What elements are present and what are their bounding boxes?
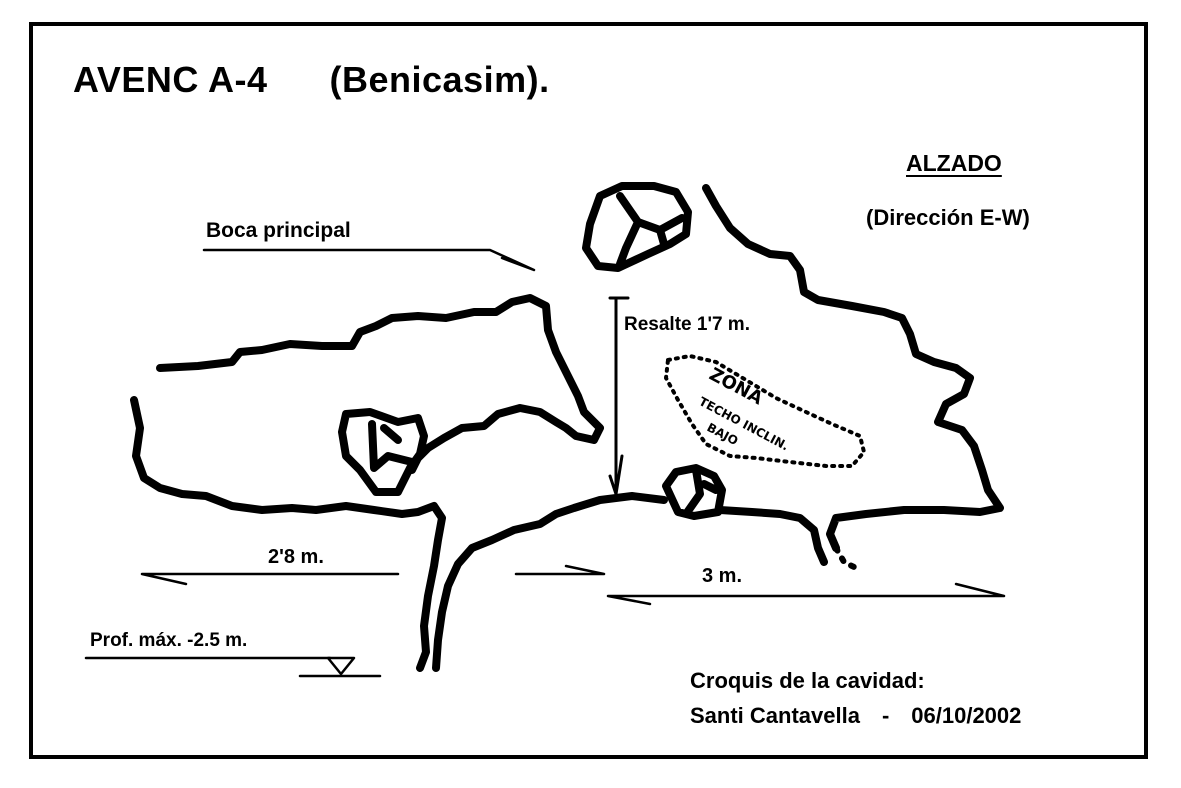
- max-depth-line: [84, 656, 382, 678]
- max-depth-label: Prof. máx. -2.5 m.: [90, 630, 248, 651]
- shaft-right-wall: [432, 492, 668, 672]
- step-label: Resalte 1'7 m.: [624, 314, 750, 335]
- boulder-top: [582, 182, 692, 272]
- step-measure-line: [608, 296, 630, 496]
- credits-heading: Croquis de la cavidad:: [690, 668, 925, 693]
- cave-location: (Benicasim).: [329, 59, 550, 100]
- view-direction: (Dirección E-W): [866, 205, 1030, 230]
- entrance-label: Boca principal: [206, 219, 351, 242]
- water-level-marker: [326, 656, 356, 676]
- boulder-floor: [662, 464, 726, 520]
- width-right-arrow: [606, 582, 1006, 606]
- boulder-left: [338, 408, 428, 496]
- cave-right-wall: [702, 184, 1004, 552]
- view-label: ALZADO: [906, 150, 1002, 176]
- author-name: Santi Cantavella: [690, 703, 860, 728]
- credits-line: Santi Cantavella-06/10/2002: [690, 705, 1021, 727]
- width-right-label: 3 m.: [702, 565, 743, 587]
- page-title: AVENC A-4 (Benicasim).: [73, 62, 550, 98]
- cave-floor-left: [130, 396, 446, 672]
- drawing-frame: [29, 22, 1148, 759]
- survey-date: 06/10/2002: [911, 703, 1022, 728]
- cave-name: AVENC A-4: [73, 59, 268, 100]
- width-left-arrow: [140, 572, 400, 586]
- low-ceiling-zone: [664, 354, 866, 468]
- credits-separator: -: [881, 703, 890, 728]
- cave-floor-right: [716, 506, 828, 566]
- cave-right-wall-dotted: [833, 545, 859, 571]
- width-mid-arrow: [514, 564, 606, 576]
- cave-ceiling-left: [156, 294, 604, 474]
- entrance-pointer: [202, 248, 536, 272]
- width-left-label: 2'8 m.: [268, 546, 324, 568]
